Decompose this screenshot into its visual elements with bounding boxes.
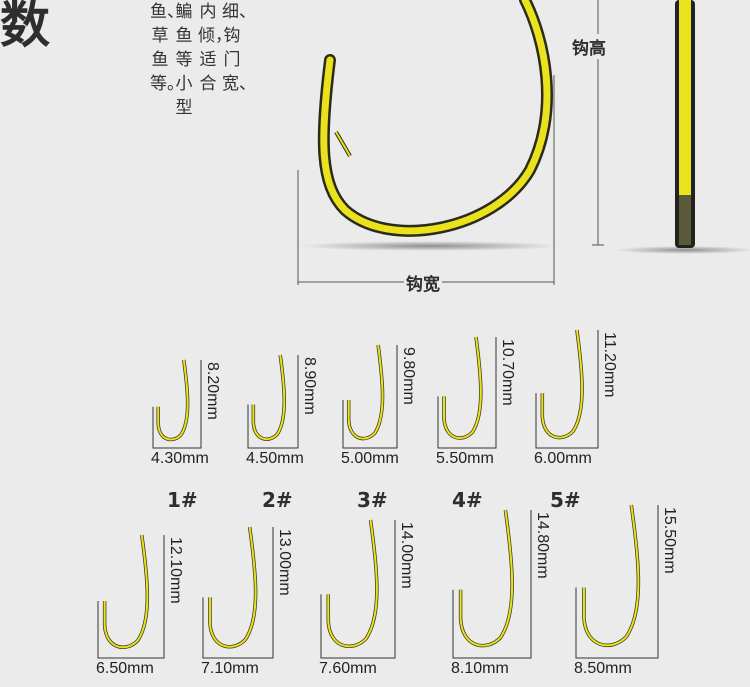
spec-height-8: 14.00mm [398, 522, 415, 589]
spec-height-4: 10.70mm [499, 339, 516, 406]
spec-height-7: 13.00mm [276, 529, 293, 596]
spec-width-8: 7.60mm [319, 660, 377, 677]
spec-hook-1 [152, 359, 202, 449]
hero-title: 数 [0, 0, 50, 54]
spec-bracket [437, 337, 497, 449]
spec-bracket [342, 345, 398, 449]
spec-hook-2 [247, 354, 299, 449]
spec-bracket [535, 330, 599, 449]
spec-height-1: 8.20mm [204, 362, 221, 420]
spec-hook-4 [437, 336, 497, 449]
spec-width-10: 8.50mm [574, 660, 632, 677]
spec-width-1: 4.30mm [151, 450, 209, 467]
spec-height-5: 11.20mm [601, 332, 618, 398]
shank-shadow [615, 246, 750, 254]
spec-hook-6 [97, 534, 165, 659]
spec-hook-10 [575, 504, 659, 659]
hook-width-label: 钩宽 [404, 270, 442, 295]
spec-width-6: 6.50mm [96, 660, 154, 677]
spec-bracket [452, 510, 532, 659]
spec-hook-8 [320, 519, 396, 659]
spec-bracket [202, 527, 274, 659]
spec-height-6: 12.10mm [167, 537, 184, 604]
spec-width-4: 5.50mm [436, 450, 494, 467]
spec-height-3: 9.80mm [400, 347, 417, 405]
spec-height-2: 8.90mm [301, 357, 318, 415]
spec-size-4: 4# [452, 488, 483, 512]
hook-shadow [300, 241, 560, 251]
spec-bracket [320, 520, 396, 659]
spec-width-9: 8.10mm [451, 660, 509, 677]
hook-diagram [297, 0, 750, 285]
spec-bracket [152, 360, 202, 449]
description-column-2: 鳊鱼等小型 [175, 2, 193, 118]
hook-shank-side [675, 0, 695, 248]
spec-size-5: 5# [550, 488, 581, 512]
spec-width-2: 4.50mm [246, 450, 304, 467]
spec-bracket [97, 535, 165, 659]
spec-bracket [575, 505, 659, 659]
spec-width-3: 5.00mm [341, 450, 399, 467]
spec-size-2: 2# [262, 488, 293, 512]
spec-width-5: 6.00mm [534, 450, 592, 467]
spec-hook-3 [342, 344, 398, 449]
spec-bracket [247, 355, 299, 449]
spec-hook-5 [535, 329, 599, 449]
spec-height-10: 15.50mm [661, 507, 678, 574]
spec-hook-9 [452, 509, 532, 659]
spec-width-7: 7.10mm [201, 660, 259, 677]
spec-hook-7 [202, 526, 274, 659]
spec-height-9: 14.80mm [534, 512, 551, 579]
spec-size-1: 1# [167, 488, 198, 512]
main-hook [317, 0, 553, 237]
spec-size-3: 3# [357, 488, 388, 512]
hook-height-label: 钩高 [572, 34, 606, 59]
